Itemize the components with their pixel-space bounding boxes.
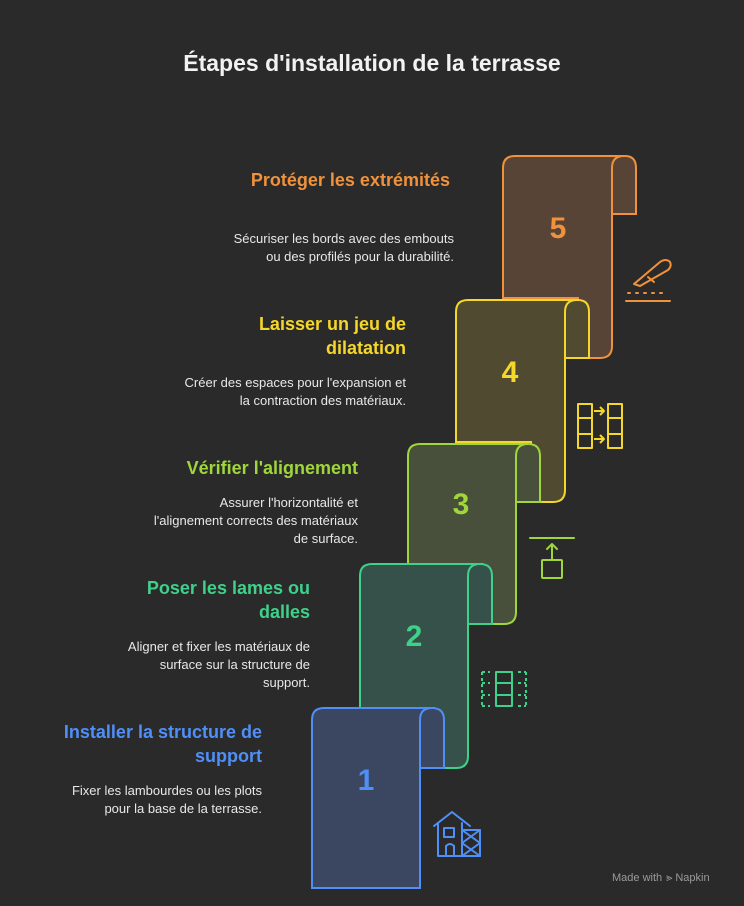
- cutter-edge-icon: [625, 259, 672, 302]
- step-5-description: Sécuriser les bords avec des embouts ou …: [233, 231, 454, 264]
- house-frame-icon: [433, 811, 481, 857]
- aligned-panels-icon: [481, 671, 527, 707]
- made-with-napkin[interactable]: Made with⪢Napkin: [612, 872, 710, 885]
- step-4-number: 4: [502, 356, 519, 389]
- step-1-description: Fixer les lambourdes ou les plots pour l…: [71, 783, 262, 816]
- align-top-icon: [529, 537, 575, 579]
- step-4-heading: Laisser un jeu de dilatation: [258, 314, 406, 358]
- step-2-description: Aligner et fixer les matériaux de surfac…: [127, 639, 310, 690]
- page-title: Étapes d'installation de la terrasse: [183, 50, 561, 76]
- napkin-logo-icon: ⪢: [666, 872, 673, 884]
- step-2-heading: Poser les lames ou dalles: [146, 578, 310, 622]
- step-1-scroll: 1: [311, 707, 445, 889]
- step-1-number: 1: [358, 764, 375, 797]
- step-5-heading: Protéger les extrémités: [250, 170, 450, 190]
- napkin-brand: Napkin: [675, 872, 710, 884]
- expand-grid-icon: [577, 403, 623, 449]
- step-1-heading: Installer la structure de support: [63, 722, 262, 766]
- step-3-number: 3: [453, 488, 470, 521]
- step-3-description: Assurer l'horizontalité et l'alignement …: [153, 495, 358, 546]
- step-2-number: 2: [406, 620, 423, 653]
- made-with-label: Made with: [612, 872, 663, 884]
- step-5-number: 5: [550, 212, 567, 245]
- step-3-heading: Vérifier l'alignement: [186, 458, 358, 478]
- step-4-description: Créer des espaces pour l'expansion et la…: [184, 375, 406, 408]
